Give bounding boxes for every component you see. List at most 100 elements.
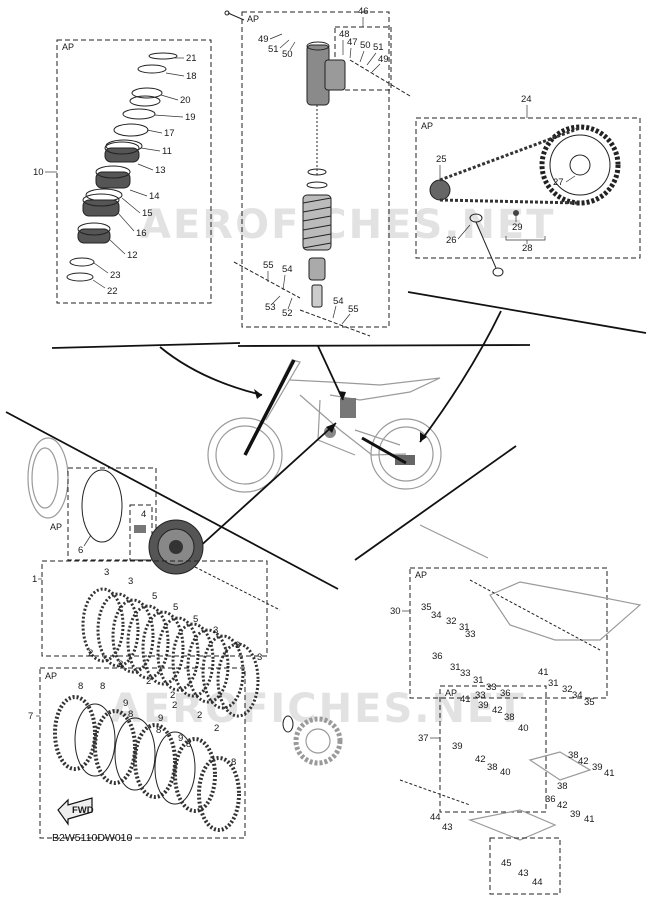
- swingarm-ref-label: 30: [390, 606, 401, 617]
- linkage-callout: 38: [557, 781, 568, 792]
- fork-ref-label: 10: [33, 167, 44, 178]
- clutch-callout: 5: [193, 614, 198, 625]
- clutch-plate-callout: 8: [128, 709, 133, 720]
- clutch-callout: 2: [118, 659, 123, 670]
- swingarm-callout: 35: [421, 602, 432, 613]
- swingarm-callout: 33: [486, 682, 497, 693]
- clutch-plates-box: [39, 667, 246, 839]
- chain-callout: 29: [512, 222, 523, 233]
- linkage-group: AP 37 41 39 42 38 40 39 42 38 40 38 42 3…: [399, 685, 615, 895]
- shock-callout: 51: [268, 44, 279, 55]
- linkage-callout: 39: [478, 700, 489, 711]
- linkage-group-box: [439, 685, 547, 813]
- clutch-cover-callout: 4: [141, 509, 146, 520]
- fork-callout: 14: [149, 191, 160, 202]
- fork-callout: 21: [186, 53, 197, 64]
- fork-callout: 12: [127, 250, 138, 261]
- drawing-code: B2W5110DW010: [52, 832, 133, 844]
- shock-callout: 49: [378, 54, 389, 65]
- shock-spring: [302, 194, 332, 251]
- fork-group-box: [56, 39, 212, 304]
- shock-ref-label: 46: [358, 6, 369, 17]
- clutch-callout: 2: [214, 723, 219, 734]
- clutch-plate-callout: 9: [123, 698, 128, 709]
- swingarm-callout: 35: [584, 697, 595, 708]
- chain-callout: 26: [446, 235, 457, 246]
- clutch-plate-callout: 9: [178, 733, 183, 744]
- linkage-callout: 38: [487, 762, 498, 773]
- linkage-callout: 42: [557, 800, 568, 811]
- linkage-callouts: 41 39 42 38 40 39 42 38 40 38 42 39 41 3…: [430, 694, 615, 888]
- fork-ap-label: AP: [62, 42, 74, 52]
- linkage-callout: 39: [592, 762, 603, 773]
- shock-group: AP 46: [224, 6, 411, 337]
- shock-callout: 48: [339, 29, 350, 40]
- clutch-plate-callout: 8: [156, 725, 161, 736]
- clutch-discs: [81, 587, 260, 718]
- linkage-callout: 38: [568, 750, 579, 761]
- shock-callout: 51: [373, 42, 384, 53]
- chain-ref-label: 24: [521, 94, 532, 105]
- linkage-ref-label: 37: [418, 733, 429, 744]
- linkage-callout: 41: [460, 694, 471, 705]
- shock-callout: 52: [282, 308, 293, 319]
- fork-callout: 13: [155, 165, 166, 176]
- swingarm-callout: 36: [432, 651, 443, 662]
- chain-parts: [429, 124, 621, 277]
- swingarm-callout: 31: [450, 662, 461, 673]
- chain-group: AP 24 25 27 26 29 28: [415, 94, 641, 277]
- swingarm-callout: 31: [473, 675, 484, 686]
- clutch-callout: 5: [152, 591, 157, 602]
- motorcycle-overview: [207, 359, 442, 493]
- linkage-callout: 42: [492, 705, 503, 716]
- shock-callout: 47: [347, 37, 358, 48]
- shock-callouts: 49 51 50 48 47 50 51 49 55 54 53 52 54: [258, 29, 389, 325]
- linkage-callout: 42: [475, 754, 486, 765]
- clutch-callout: 2: [146, 676, 151, 687]
- fork-callout: 22: [107, 286, 118, 297]
- swingarm-callout: 32: [562, 684, 573, 695]
- clutch-callout: 3: [128, 576, 133, 587]
- shock-callout: 50: [360, 40, 371, 51]
- linkage-callout: 44: [430, 812, 441, 823]
- fork-callout: 17: [164, 128, 175, 139]
- chain-callout: 25: [436, 154, 447, 165]
- shock-callout: 53: [265, 302, 276, 313]
- clutch-callout: 2: [197, 710, 202, 721]
- linkage-callout: 42: [578, 756, 589, 767]
- swingarm-callout: 34: [431, 610, 442, 621]
- shock-group-box: [241, 11, 390, 328]
- clutch-callout: 3: [257, 652, 262, 663]
- clutch-plate-callout: 8: [100, 681, 105, 692]
- fork-callout: 18: [186, 71, 197, 82]
- swingarm-callout: 31: [459, 622, 470, 633]
- shock-callout: 55: [263, 260, 274, 271]
- swingarm-ap-label: AP: [415, 570, 427, 580]
- swingarm-group-box: [409, 567, 608, 699]
- clutch-plate-discs: [53, 695, 241, 832]
- swingarm-callout: 34: [572, 690, 583, 701]
- clutch-callout: 2: [170, 690, 175, 701]
- linkage-callout: 40: [500, 767, 511, 778]
- linkage-callout: 40: [518, 723, 529, 734]
- fork-group: AP 10 21 18: [33, 39, 212, 304]
- clutch-plates-ref-label: 7: [28, 711, 33, 722]
- fork-callout: 23: [110, 270, 121, 281]
- clutch-plate-callout: 8: [231, 757, 236, 768]
- linkage-callout: 44: [532, 877, 543, 888]
- shock-callout: 49: [258, 34, 269, 45]
- fork-parts: [66, 52, 178, 282]
- shock-callout: 55: [348, 304, 359, 315]
- linkage-ap-label: AP: [445, 688, 457, 698]
- clutch-group: 1 3 3 5 5 5 3 3 3 2 2 2 2 2: [32, 560, 343, 766]
- clutch-plates-group: AP 7 8 8 9 8 9 8 9 8 8: [28, 667, 246, 839]
- clutch-callout: 3: [235, 640, 240, 651]
- linkage-callout: 41: [604, 768, 615, 779]
- linkage-callout: 39: [452, 741, 463, 752]
- fork-callout: 19: [185, 112, 196, 123]
- shock-ap-label: AP: [247, 14, 259, 24]
- chain-callout: 28: [522, 243, 533, 254]
- shock-parts: [224, 10, 411, 337]
- swingarm-callout: 41: [538, 667, 549, 678]
- swingarm-callout: 33: [465, 629, 476, 640]
